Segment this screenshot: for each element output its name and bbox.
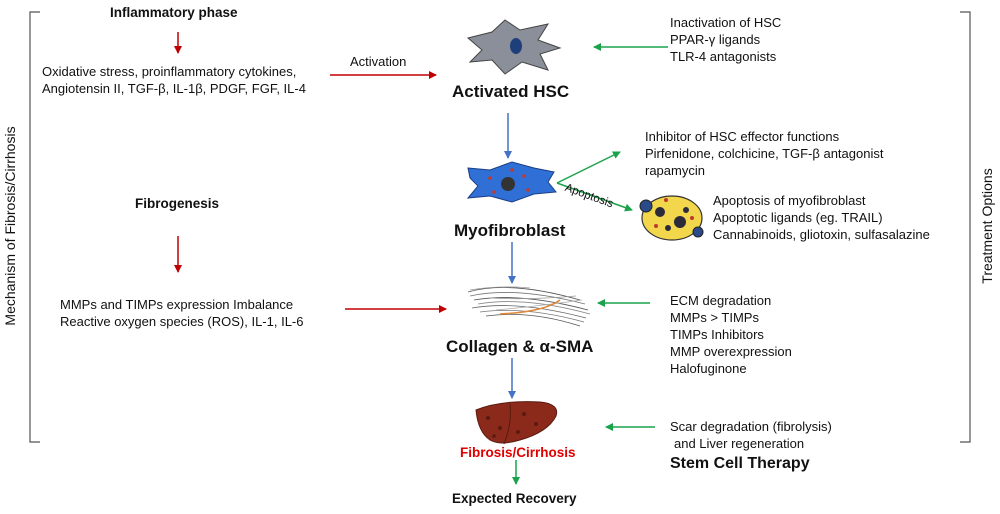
activated-hsc-node: Activated HSC	[452, 82, 570, 101]
apoptotic-cell-icon	[639, 195, 704, 241]
treatment-item: MMPs > TIMPs	[670, 310, 759, 325]
mechanism-side-label: Mechanism of Fibrosis/Cirrhosis	[2, 126, 18, 326]
treatment-item: MMP overexpression	[670, 344, 792, 359]
activation-label: Activation	[350, 54, 407, 69]
treatment-item: Apoptotic ligands (eg. TRAIL)	[713, 210, 883, 225]
recovery-node: Expected Recovery	[452, 491, 577, 506]
treatment-item: Halofuginone	[670, 361, 747, 376]
inflammatory-line: Oxidative stress, proinflammatory cytoki…	[42, 64, 297, 79]
treatment-item: Cannabinoids, gliotoxin, sulfasalazine	[713, 227, 930, 242]
collagen-node: Collagen & α-SMA	[446, 337, 594, 356]
treatment-item: and Liver regeneration	[674, 436, 805, 451]
left-bracket	[29, 11, 40, 443]
treatment-item: PPAR-γ ligands	[670, 32, 761, 47]
effector-treatment-list: Inhibitor of HSC effector functions Pirf…	[645, 128, 883, 179]
apoptosis-arrow	[556, 182, 633, 212]
treatment-item: rapamycin	[645, 163, 705, 178]
treatment-item: TIMPs Inhibitors	[670, 327, 764, 342]
treatment-item: Pirfenidone, colchicine, TGF-β antagonis…	[645, 146, 884, 161]
treatment-side-label: Treatment Options	[979, 168, 995, 284]
fibrogenesis-line: Reactive oxygen species (ROS), IL-1, IL-…	[60, 314, 304, 329]
fibrogenesis-line: MMPs and TIMPs expression Imbalance	[60, 297, 294, 312]
collagen-fibers-icon	[467, 286, 591, 327]
stem-cell-therapy-label: Stem Cell Therapy	[670, 455, 810, 472]
ecm-treatment-list: ECM degradation MMPs > TIMPs TIMPs Inhib…	[670, 292, 792, 377]
myofibroblast-cell-icon	[466, 161, 557, 203]
treatment-item: Inactivation of HSC	[670, 15, 782, 30]
treatment-item: ECM degradation	[670, 293, 772, 308]
scar-treatment-list: Scar degradation (fibrolysis) and Liver …	[670, 418, 832, 452]
fibrogenesis-factors: MMPs and TIMPs expression Imbalance Reac…	[60, 296, 304, 330]
inflammatory-line: Angiotensin II, TGF-β, IL-1β, PDGF, FGF,…	[42, 81, 306, 96]
inflammatory-phase-heading: Inflammatory phase	[110, 5, 238, 20]
liver-icon	[475, 401, 558, 445]
treatment-item: Apoptosis of myofibroblast	[713, 193, 866, 208]
treatment-item: Inhibitor of HSC effector functions	[645, 129, 840, 144]
fibrosis-node: Fibrosis/Cirrhosis	[460, 445, 576, 460]
right-bracket	[960, 11, 971, 443]
treatment-item: Scar degradation (fibrolysis)	[670, 419, 832, 434]
effector-arrow	[556, 151, 621, 184]
myofibroblast-node: Myofibroblast	[454, 221, 566, 240]
apoptosis-treatment-list: Apoptosis of myofibroblast Apoptotic lig…	[713, 192, 930, 243]
hsc-treatment-list: Inactivation of HSC PPAR-γ ligands TLR-4…	[670, 14, 781, 65]
treatment-item: TLR-4 antagonists	[670, 49, 777, 64]
fibrogenesis-heading: Fibrogenesis	[135, 196, 220, 211]
activated-hsc-cell-icon	[466, 19, 562, 75]
inflammatory-factors: Oxidative stress, proinflammatory cytoki…	[42, 63, 306, 97]
